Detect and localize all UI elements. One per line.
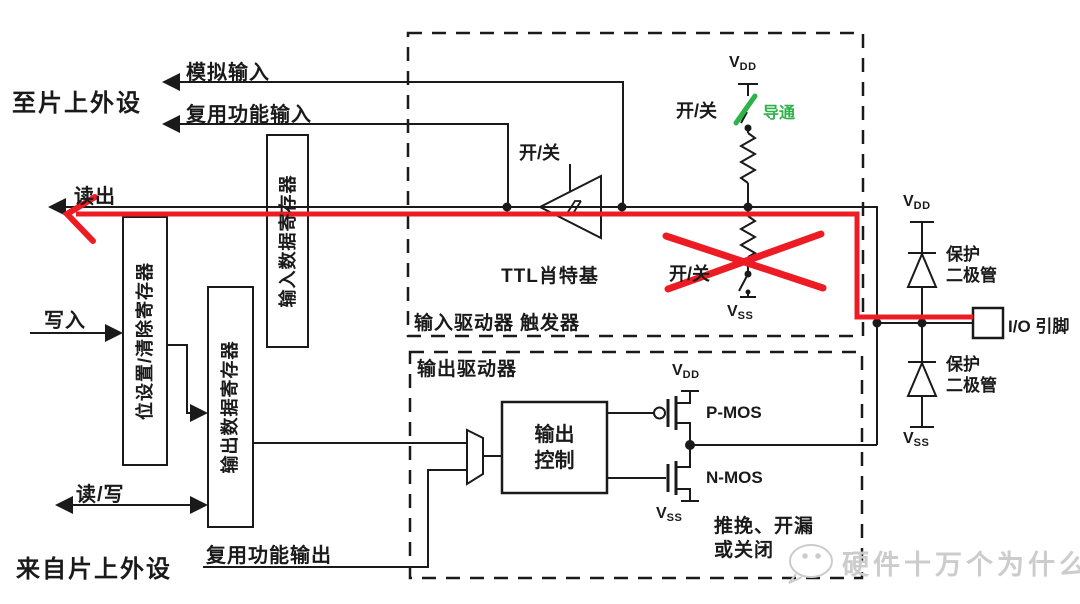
pmos-source-vdd — [676, 390, 699, 404]
analog-input-wire — [170, 81, 624, 207]
lower-diode-vss-rail — [910, 396, 934, 428]
lower-diode-cathode — [908, 323, 936, 363]
lower-protect-diode-label: 保护 二极管 — [946, 355, 997, 396]
ttl-label-line1: TTL肖特基 — [501, 265, 599, 287]
pullup-vdd-label: VDD — [729, 54, 757, 73]
read-out-label: 读出 — [74, 186, 116, 208]
nmos-source-vss — [676, 488, 699, 502]
ttl-label-line2: 触发器 — [519, 313, 580, 335]
junction-dot — [502, 202, 512, 212]
diode-vss-label: VSS — [903, 430, 930, 449]
io-pin-box — [971, 306, 1005, 340]
pmos-label: P-MOS — [706, 403, 762, 422]
rw-left-arrowhead-icon — [55, 496, 73, 514]
conducting-label: 导通 — [763, 105, 796, 122]
upper-diode-cathode — [908, 221, 936, 254]
output-data-register-label: 输出数据寄存器 — [220, 340, 240, 474]
output-mux-icon — [466, 428, 484, 486]
output-control-box — [500, 400, 609, 495]
pulldown-vss-label: VSS — [727, 303, 754, 322]
nmos-drain-wire — [676, 445, 691, 468]
junction-dot — [872, 318, 882, 328]
analog-arrowhead-icon — [162, 73, 180, 91]
write-arrowhead-icon — [105, 324, 123, 342]
input-driver-label: 输入驱动器 — [414, 313, 515, 334]
pulldown-on-off-label: 开/关 — [669, 264, 711, 284]
pmos-vdd-label: VDD — [672, 362, 700, 381]
io-pin-label: I/O 引脚 — [1008, 317, 1070, 336]
pmos-bubble-icon — [653, 406, 666, 420]
pmos-drain-wire — [676, 422, 691, 445]
alt-func-input-wire — [170, 123, 509, 207]
pullup-switch-closed-green-icon — [733, 93, 758, 126]
watermark-text: 硬件十万个为什么 — [842, 550, 1080, 580]
main-read-wire — [66, 206, 878, 445]
analog-input-label: 模拟输入 — [186, 62, 270, 84]
bit-set-clear-register-box — [122, 216, 168, 466]
nmos-vss-label: VSS — [656, 505, 683, 524]
alt-func-output-wire — [203, 469, 467, 568]
red-arrowhead-icon — [62, 194, 98, 244]
alt-func-arrowhead-icon — [162, 115, 180, 133]
write-in-label: 写入 — [44, 310, 86, 332]
pullup-switch-lever — [740, 111, 748, 124]
alt-func-output-label: 复用功能输出 — [206, 545, 332, 567]
read-arrowhead-icon — [48, 198, 66, 216]
alt-func-input-label: 复用功能输入 — [186, 104, 312, 126]
diode-vdd-label: VDD — [903, 193, 931, 212]
pullup-vdd-rail — [738, 83, 758, 96]
pulldown-vss-rail — [740, 292, 756, 298]
pullup-on-off-label: 开/关 — [676, 101, 718, 121]
output-control-label: 输出 控制 — [534, 423, 575, 472]
pullup-resistor-icon — [738, 128, 758, 207]
red-read-path-highlight — [76, 211, 973, 320]
to-peripheral-label: 至片上外设 — [12, 90, 142, 117]
red-cross-out-icon — [662, 230, 827, 293]
read-write-label: 读/写 — [76, 484, 125, 506]
schmitt-on-off-label: 开/关 — [519, 143, 561, 163]
junction-dot — [917, 318, 927, 328]
push-pull-label: 推挽、开漏 或关闭 — [714, 516, 815, 561]
input-driver-dashed-box — [406, 31, 865, 338]
input-data-register-box — [266, 134, 309, 348]
junction-dot — [617, 202, 627, 212]
upper-protect-diode-label: 保护 二极管 — [946, 245, 997, 286]
output-driver-label: 输出驱动器 — [417, 359, 518, 380]
bit-set-clear-register-label: 位设置/清除寄存器 — [135, 262, 155, 421]
rw-right-arrowhead-icon — [190, 496, 208, 514]
input-data-register-label: 输入数据寄存器 — [278, 174, 298, 308]
from-peripheral-label: 来自片上外设 — [16, 556, 172, 583]
outreg-arrowhead-icon — [190, 404, 208, 422]
output-data-register-box — [207, 286, 254, 528]
junction-dot — [743, 202, 753, 212]
watermark-face-icon — [788, 544, 833, 584]
bitset-to-outreg-wire — [167, 344, 190, 414]
lower-protection-diode-icon — [906, 360, 938, 397]
upper-protection-diode-icon — [906, 251, 938, 288]
output-driver-dashed-box — [408, 350, 864, 580]
pulldown-switch-lever — [738, 273, 749, 292]
nmos-label: N-MOS — [706, 468, 763, 487]
